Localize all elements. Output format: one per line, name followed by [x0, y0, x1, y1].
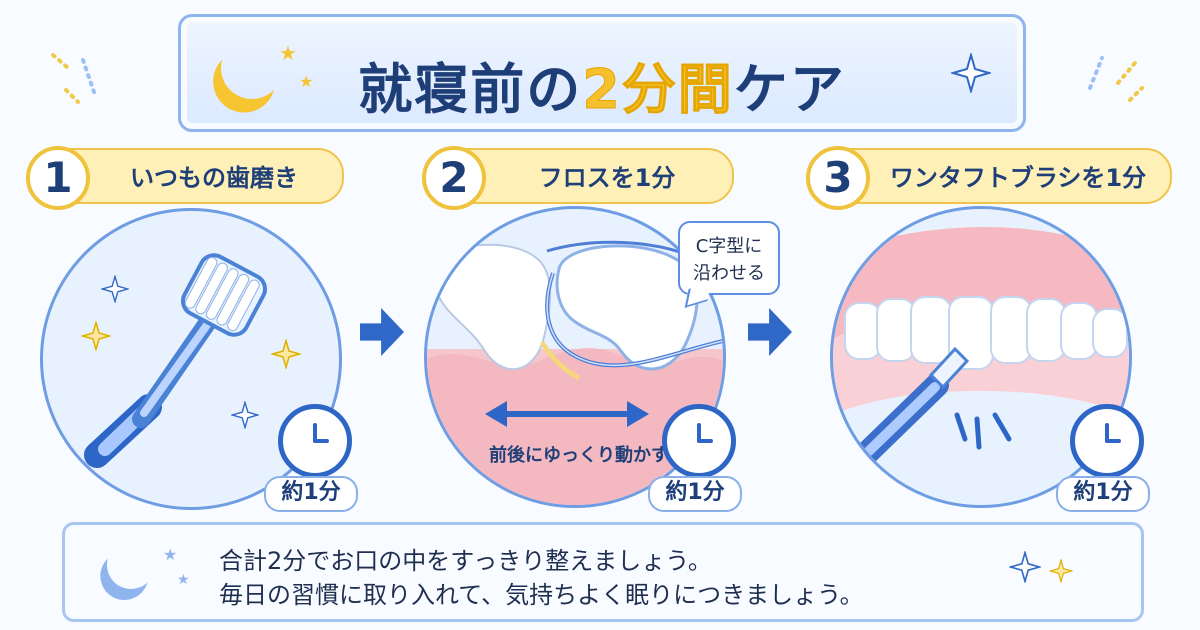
step-1-number: 1	[26, 146, 90, 210]
step-2-badge: 2 フロスを1分	[422, 146, 734, 210]
sparkle-icon	[231, 401, 259, 429]
step-3-time-label: 約1分	[1056, 476, 1150, 512]
step-1-time-label: 約1分	[264, 476, 358, 512]
step-1-badge: 1 いつもの歯磨き	[26, 146, 344, 210]
clock-icon	[662, 404, 736, 478]
step-3-time-badge: 約1分	[1056, 404, 1150, 512]
step-3-panel	[830, 206, 1132, 508]
sparkle-icon	[1009, 551, 1041, 583]
star-icon: ★	[177, 572, 190, 588]
step-1-time-badge: 約1分	[264, 404, 358, 512]
single-tuft-brush-icon	[833, 227, 1129, 467]
star-icon: ★	[163, 545, 178, 564]
arrow-right-icon	[360, 308, 404, 356]
sparkle-icon	[951, 53, 991, 93]
clock-icon	[278, 404, 352, 478]
sparkle-icon	[1049, 559, 1073, 583]
step-1-label: いつもの歯磨き	[130, 164, 298, 192]
arrow-right-icon	[748, 308, 792, 356]
callout-line-2: 沿わせる	[693, 263, 765, 284]
page-title: 就寝前の2分間ケア	[181, 45, 1023, 124]
callout-box: C字型に 沿わせる	[678, 221, 780, 295]
title-end: ケア	[733, 58, 846, 121]
callout-line-1: C字型に	[695, 236, 763, 257]
summary-line-1: 合計2分でお口の中をすっきり整えましょう。	[219, 547, 712, 575]
step-2-number: 2	[422, 146, 486, 210]
step-1-panel	[40, 208, 342, 510]
toothbrush-icon	[84, 253, 267, 468]
step-3-badge: 3 ワンタフトブラシを1分	[806, 146, 1172, 210]
summary-card: ★ ★ 合計2分でお口の中をすっきり整えましょう。 毎日の習慣に取り入れて、気持…	[62, 522, 1144, 622]
step-2-time-badge: 約1分	[648, 404, 742, 512]
step-2-label: フロスを1分	[538, 164, 676, 192]
step-3-number: 3	[806, 146, 870, 210]
left-decor-dashes-icon	[51, 53, 97, 104]
right-decor-dashes-icon	[1088, 56, 1144, 102]
title-main: 就寝前の	[358, 58, 583, 121]
moon-icon	[100, 534, 162, 596]
sparkle-icon	[81, 321, 111, 351]
step-3-label: ワンタフトブラシを1分	[889, 164, 1147, 192]
clock-icon	[1070, 404, 1144, 478]
sparkle-icon	[271, 339, 301, 369]
star-icon: ★	[279, 41, 297, 65]
summary-line-2: 毎日の習慣に取り入れて、気持ちよく眠りにつきましょう。	[219, 581, 864, 609]
step-2-time-label: 約1分	[648, 476, 742, 512]
sparkle-icon	[101, 275, 129, 303]
title-accent: 2分間	[582, 58, 734, 122]
title-banner: ★ ★ 就寝前の2分間ケア	[178, 14, 1026, 132]
motion-label: 前後にゆっくり動かす	[489, 445, 669, 466]
star-icon: ★	[299, 72, 314, 91]
